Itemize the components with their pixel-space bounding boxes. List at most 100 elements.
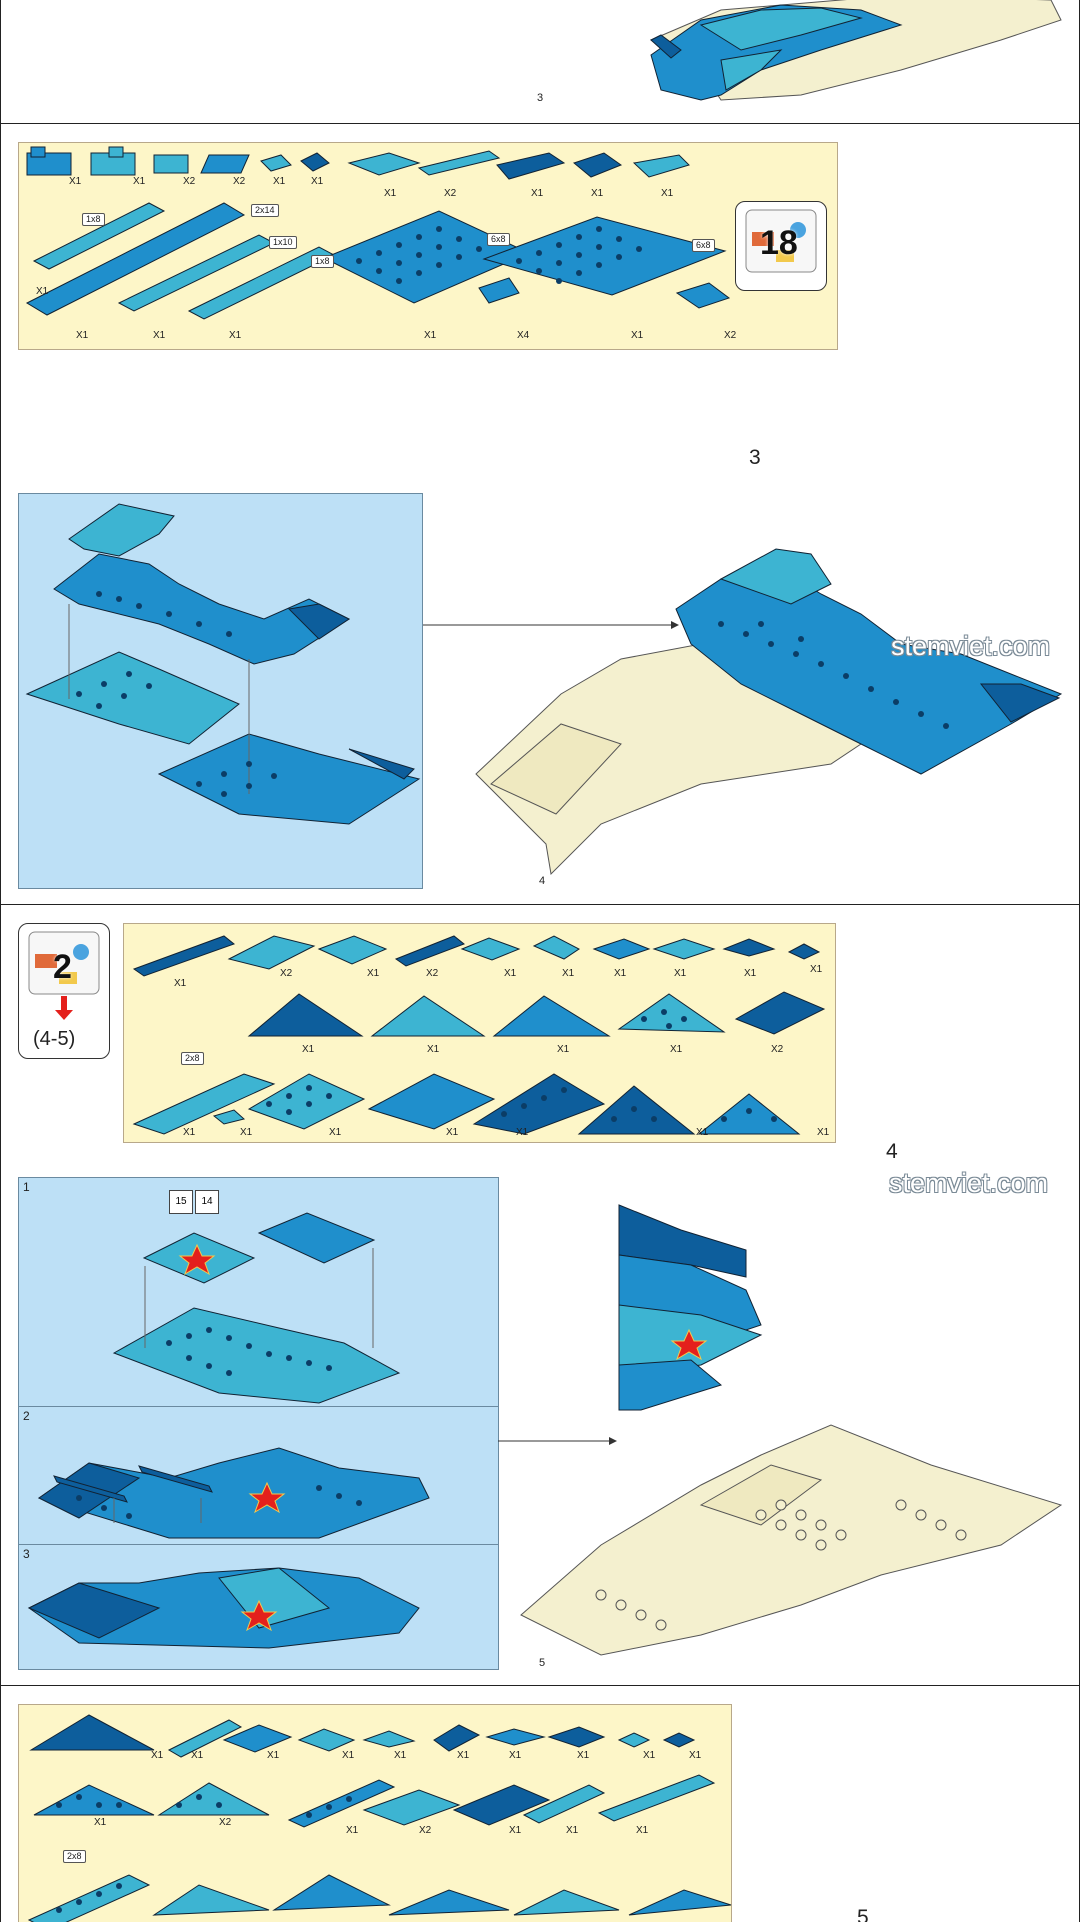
watermark: stemviet.com bbox=[889, 1168, 1049, 1198]
parts-list-panel: X1 X2 X1 X2 X1 X1 X1 X1 X1 X1 X1 X1 X1 X… bbox=[123, 923, 836, 1143]
step-arrow bbox=[498, 1437, 617, 1445]
substep-number: 2 bbox=[23, 1409, 30, 1423]
size-tag: 1x10 bbox=[269, 236, 297, 249]
sub-assembly-panel: 1 2 3 bbox=[18, 1177, 499, 1670]
size-tag: 2x8 bbox=[181, 1052, 204, 1065]
substep-2-panel: 2 bbox=[19, 1406, 498, 1544]
part-qty: X1 bbox=[342, 1750, 355, 1761]
size-tag: 2x14 bbox=[251, 204, 279, 217]
size-tag: 6x8 bbox=[487, 233, 510, 246]
part-qty: X2 bbox=[724, 330, 737, 341]
parts-list-panel: X1 X1 X1 X1 X1 X1 X1 X1 X1 X1 X1 X2 X1 X… bbox=[18, 1704, 732, 1922]
part-qty: X1 bbox=[674, 968, 687, 979]
sub-assembly-panel bbox=[18, 493, 423, 889]
part-qty: X2 bbox=[183, 176, 196, 187]
parts-illustrations bbox=[27, 1714, 732, 1922]
part-qty: X1 bbox=[329, 1127, 342, 1138]
manual-page-3: 3 bbox=[0, 0, 1080, 125]
part-qty: X1 bbox=[817, 1127, 830, 1138]
part-qty: X1 bbox=[424, 330, 437, 341]
substep-number: 1 bbox=[23, 1180, 30, 1194]
manual-page-6: X1 X1 X1 X1 X1 X1 X1 X1 X1 X1 X1 X2 X1 X… bbox=[0, 1685, 1080, 1922]
plane-assembly-illustration bbox=[649, 0, 1062, 101]
part-qty: X1 bbox=[133, 176, 146, 187]
model-illustration bbox=[475, 548, 1063, 876]
parts-illustrations bbox=[132, 935, 826, 1135]
part-qty: X2 bbox=[771, 1044, 784, 1055]
part-qty: X1 bbox=[531, 188, 544, 199]
part-qty: X1 bbox=[509, 1825, 522, 1836]
size-tag: 2x8 bbox=[63, 1850, 86, 1863]
page-number: 4 bbox=[539, 875, 546, 887]
part-qty: X1 bbox=[394, 1750, 407, 1761]
part-qty: X1 bbox=[591, 188, 604, 199]
part-qty: X1 bbox=[614, 968, 627, 979]
bag-icon bbox=[745, 209, 817, 273]
manual-page-4: X1 X1 X2 X2 X1 X1 X1 X2 X1 X1 X1 X1 X1 X… bbox=[0, 123, 1080, 906]
page-number: 5 bbox=[539, 1657, 546, 1669]
sub-assembly-illustration bbox=[25, 503, 421, 825]
part-qty: X1 bbox=[267, 1750, 280, 1761]
part-qty: X2 bbox=[426, 968, 439, 979]
part-qty: X2 bbox=[233, 176, 246, 187]
part-qty: X1 bbox=[174, 978, 187, 989]
step-number: 3 bbox=[749, 446, 761, 469]
bag-number: 18 bbox=[760, 224, 798, 262]
part-qty: X1 bbox=[504, 968, 517, 979]
bag-number: 2 bbox=[53, 948, 72, 986]
part-qty: X1 bbox=[457, 1750, 470, 1761]
part-qty: X1 bbox=[302, 1044, 315, 1055]
manual-page-5: 2 (4-5) bbox=[0, 904, 1080, 1687]
part-qty: X1 bbox=[631, 330, 644, 341]
part-qty: X1 bbox=[696, 1127, 709, 1138]
callout-tag: 15 bbox=[169, 1190, 193, 1214]
callout-number: 15 bbox=[175, 1196, 187, 1207]
page-number: 3 bbox=[537, 92, 544, 104]
parts-bag-badge: 2 (4-5) bbox=[18, 923, 110, 1059]
part-qty: X1 bbox=[76, 330, 89, 341]
part-qty: X1 bbox=[577, 1750, 590, 1761]
part-qty: X1 bbox=[744, 968, 757, 979]
bag-icon bbox=[28, 931, 100, 1020]
model-illustration bbox=[520, 1204, 1063, 1656]
parts-list-panel: X1 X1 X2 X2 X1 X1 X1 X2 X1 X1 X1 X1 X1 X… bbox=[18, 142, 838, 350]
part-qty: X1 bbox=[509, 1750, 522, 1761]
part-qty: X2 bbox=[280, 968, 293, 979]
part-qty: X1 bbox=[367, 968, 380, 979]
part-qty: X1 bbox=[151, 1750, 164, 1761]
bag-step-range: (4-5) bbox=[33, 1028, 76, 1050]
part-qty: X1 bbox=[36, 286, 49, 297]
part-qty: X1 bbox=[516, 1127, 529, 1138]
sub-assembly-illustration bbox=[27, 1212, 430, 1649]
part-qty: X2 bbox=[219, 1817, 232, 1828]
part-qty: X1 bbox=[153, 330, 166, 341]
part-qty: X1 bbox=[384, 188, 397, 199]
parts-illustrations bbox=[25, 146, 731, 320]
part-qty: X2 bbox=[444, 188, 457, 199]
part-qty: X1 bbox=[427, 1044, 440, 1055]
substep-3-panel: 3 bbox=[19, 1544, 498, 1670]
part-qty: X1 bbox=[810, 964, 823, 975]
size-tag: 1x8 bbox=[311, 255, 334, 268]
part-qty: X1 bbox=[229, 330, 242, 341]
part-qty: X1 bbox=[661, 188, 674, 199]
part-qty: X1 bbox=[643, 1750, 656, 1761]
part-qty: X1 bbox=[346, 1825, 359, 1836]
part-qty: X1 bbox=[446, 1127, 459, 1138]
size-tag: 6x8 bbox=[692, 239, 715, 252]
watermark: stemviet.com bbox=[891, 631, 1051, 661]
part-qty: X1 bbox=[183, 1127, 196, 1138]
size-tag: 1x8 bbox=[82, 213, 105, 226]
part-qty: X1 bbox=[94, 1817, 107, 1828]
part-qty: X1 bbox=[689, 1750, 702, 1761]
step-number: 5 bbox=[857, 1906, 869, 1922]
step-number: 4 bbox=[886, 1140, 898, 1163]
part-qty: X1 bbox=[562, 968, 575, 979]
substep-number: 3 bbox=[23, 1547, 30, 1561]
part-qty: X1 bbox=[273, 176, 286, 187]
part-qty: X1 bbox=[311, 176, 324, 187]
part-qty: X1 bbox=[670, 1044, 683, 1055]
part-qty: X1 bbox=[191, 1750, 204, 1761]
part-qty: X1 bbox=[557, 1044, 570, 1055]
part-qty: X1 bbox=[240, 1127, 253, 1138]
